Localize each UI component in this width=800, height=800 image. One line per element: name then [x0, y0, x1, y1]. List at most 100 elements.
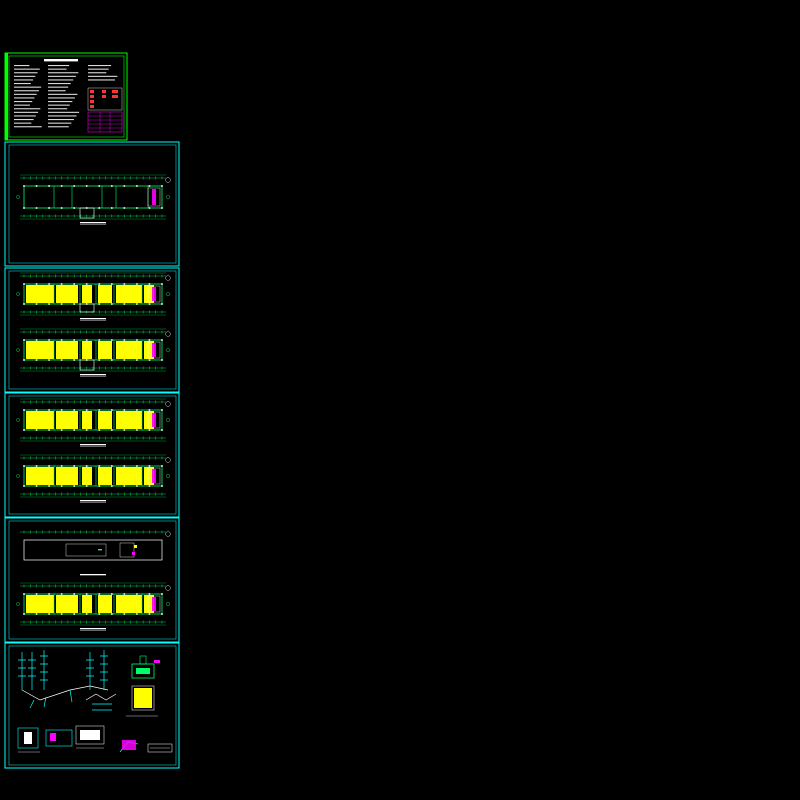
sheet-floor-plan-4[interactable] [4, 517, 180, 643]
column [123, 613, 126, 615]
column [161, 207, 163, 209]
room-fill [116, 467, 142, 485]
room-fill [82, 411, 92, 429]
room-fill [144, 341, 154, 359]
notes-text-line [48, 83, 71, 85]
axis-bubble [16, 418, 20, 422]
axis-bubble [166, 418, 170, 422]
notes-title-mark [44, 59, 78, 62]
room-fill [144, 467, 154, 485]
room-fill [98, 341, 112, 359]
column [35, 185, 38, 187]
column [60, 465, 63, 467]
notes-text-line [14, 122, 32, 124]
column [35, 613, 38, 615]
axis-bubble [16, 348, 20, 352]
notes-binding-strip [5, 53, 8, 140]
column [85, 429, 88, 431]
column [98, 339, 101, 341]
column [85, 465, 88, 467]
stair-block [152, 343, 156, 357]
plan-4-inner-frame [8, 520, 177, 640]
column [136, 283, 138, 285]
column [111, 207, 113, 209]
stair-block [152, 189, 156, 205]
column [73, 283, 75, 285]
column [35, 593, 38, 595]
column [73, 303, 75, 305]
column [48, 283, 50, 285]
notes-inner-frame [8, 55, 125, 138]
roof-vent [132, 552, 135, 555]
column [73, 593, 75, 595]
column [48, 207, 50, 209]
column [123, 339, 126, 341]
column [85, 185, 88, 187]
column [161, 465, 163, 467]
column [148, 613, 151, 615]
column [23, 185, 25, 187]
column [161, 409, 163, 411]
column [85, 485, 88, 487]
column [123, 593, 126, 595]
column [148, 207, 151, 209]
column [73, 359, 75, 361]
column [60, 485, 63, 487]
notes-text-line [88, 65, 112, 67]
column [161, 485, 163, 487]
column [48, 409, 50, 411]
stair-outline [147, 187, 161, 207]
entrance-porch [79, 303, 95, 313]
plan-3-inner-frame [8, 395, 177, 515]
room-fill [82, 595, 92, 613]
roof-hatch [119, 542, 135, 558]
column [161, 185, 163, 187]
notes-text-line [14, 75, 36, 77]
column [111, 283, 113, 285]
column [23, 485, 25, 487]
column [98, 303, 101, 305]
column [161, 359, 163, 361]
column [73, 185, 75, 187]
column [148, 339, 151, 341]
column [73, 613, 75, 615]
notes-legend-table [87, 87, 123, 133]
sheet-riser-diagram[interactable] [4, 642, 180, 769]
riser-frame [4, 642, 180, 769]
room-fill [26, 411, 54, 429]
column [136, 207, 138, 209]
column [148, 593, 151, 595]
column [23, 339, 25, 341]
sheet-floor-plan-3[interactable] [4, 392, 180, 518]
column [161, 593, 163, 595]
notes-text-line [14, 104, 30, 106]
column [60, 429, 63, 431]
column [73, 409, 75, 411]
column [111, 359, 113, 361]
column [35, 429, 38, 431]
notes-text-line [48, 79, 74, 81]
column [98, 409, 101, 411]
sheet-design-notes[interactable] [4, 52, 128, 141]
room-fill [116, 285, 142, 303]
column [48, 613, 50, 615]
sheet-floor-plan-2[interactable] [4, 267, 180, 393]
column [98, 593, 101, 595]
room-fill [26, 467, 54, 485]
axis-bubble [166, 602, 170, 606]
axis-bubble [166, 348, 170, 352]
column [73, 207, 75, 209]
sheet-floor-plan-1[interactable] [4, 141, 180, 267]
plan-2-drawing [16, 272, 171, 377]
column [123, 303, 126, 305]
notes-text-line [14, 79, 34, 81]
riser-tree-middle [85, 650, 117, 711]
room-fill [56, 411, 78, 429]
column [123, 359, 126, 361]
column [73, 429, 75, 431]
column [23, 303, 25, 305]
room-fill [116, 341, 142, 359]
column [136, 465, 138, 467]
column [85, 593, 88, 595]
